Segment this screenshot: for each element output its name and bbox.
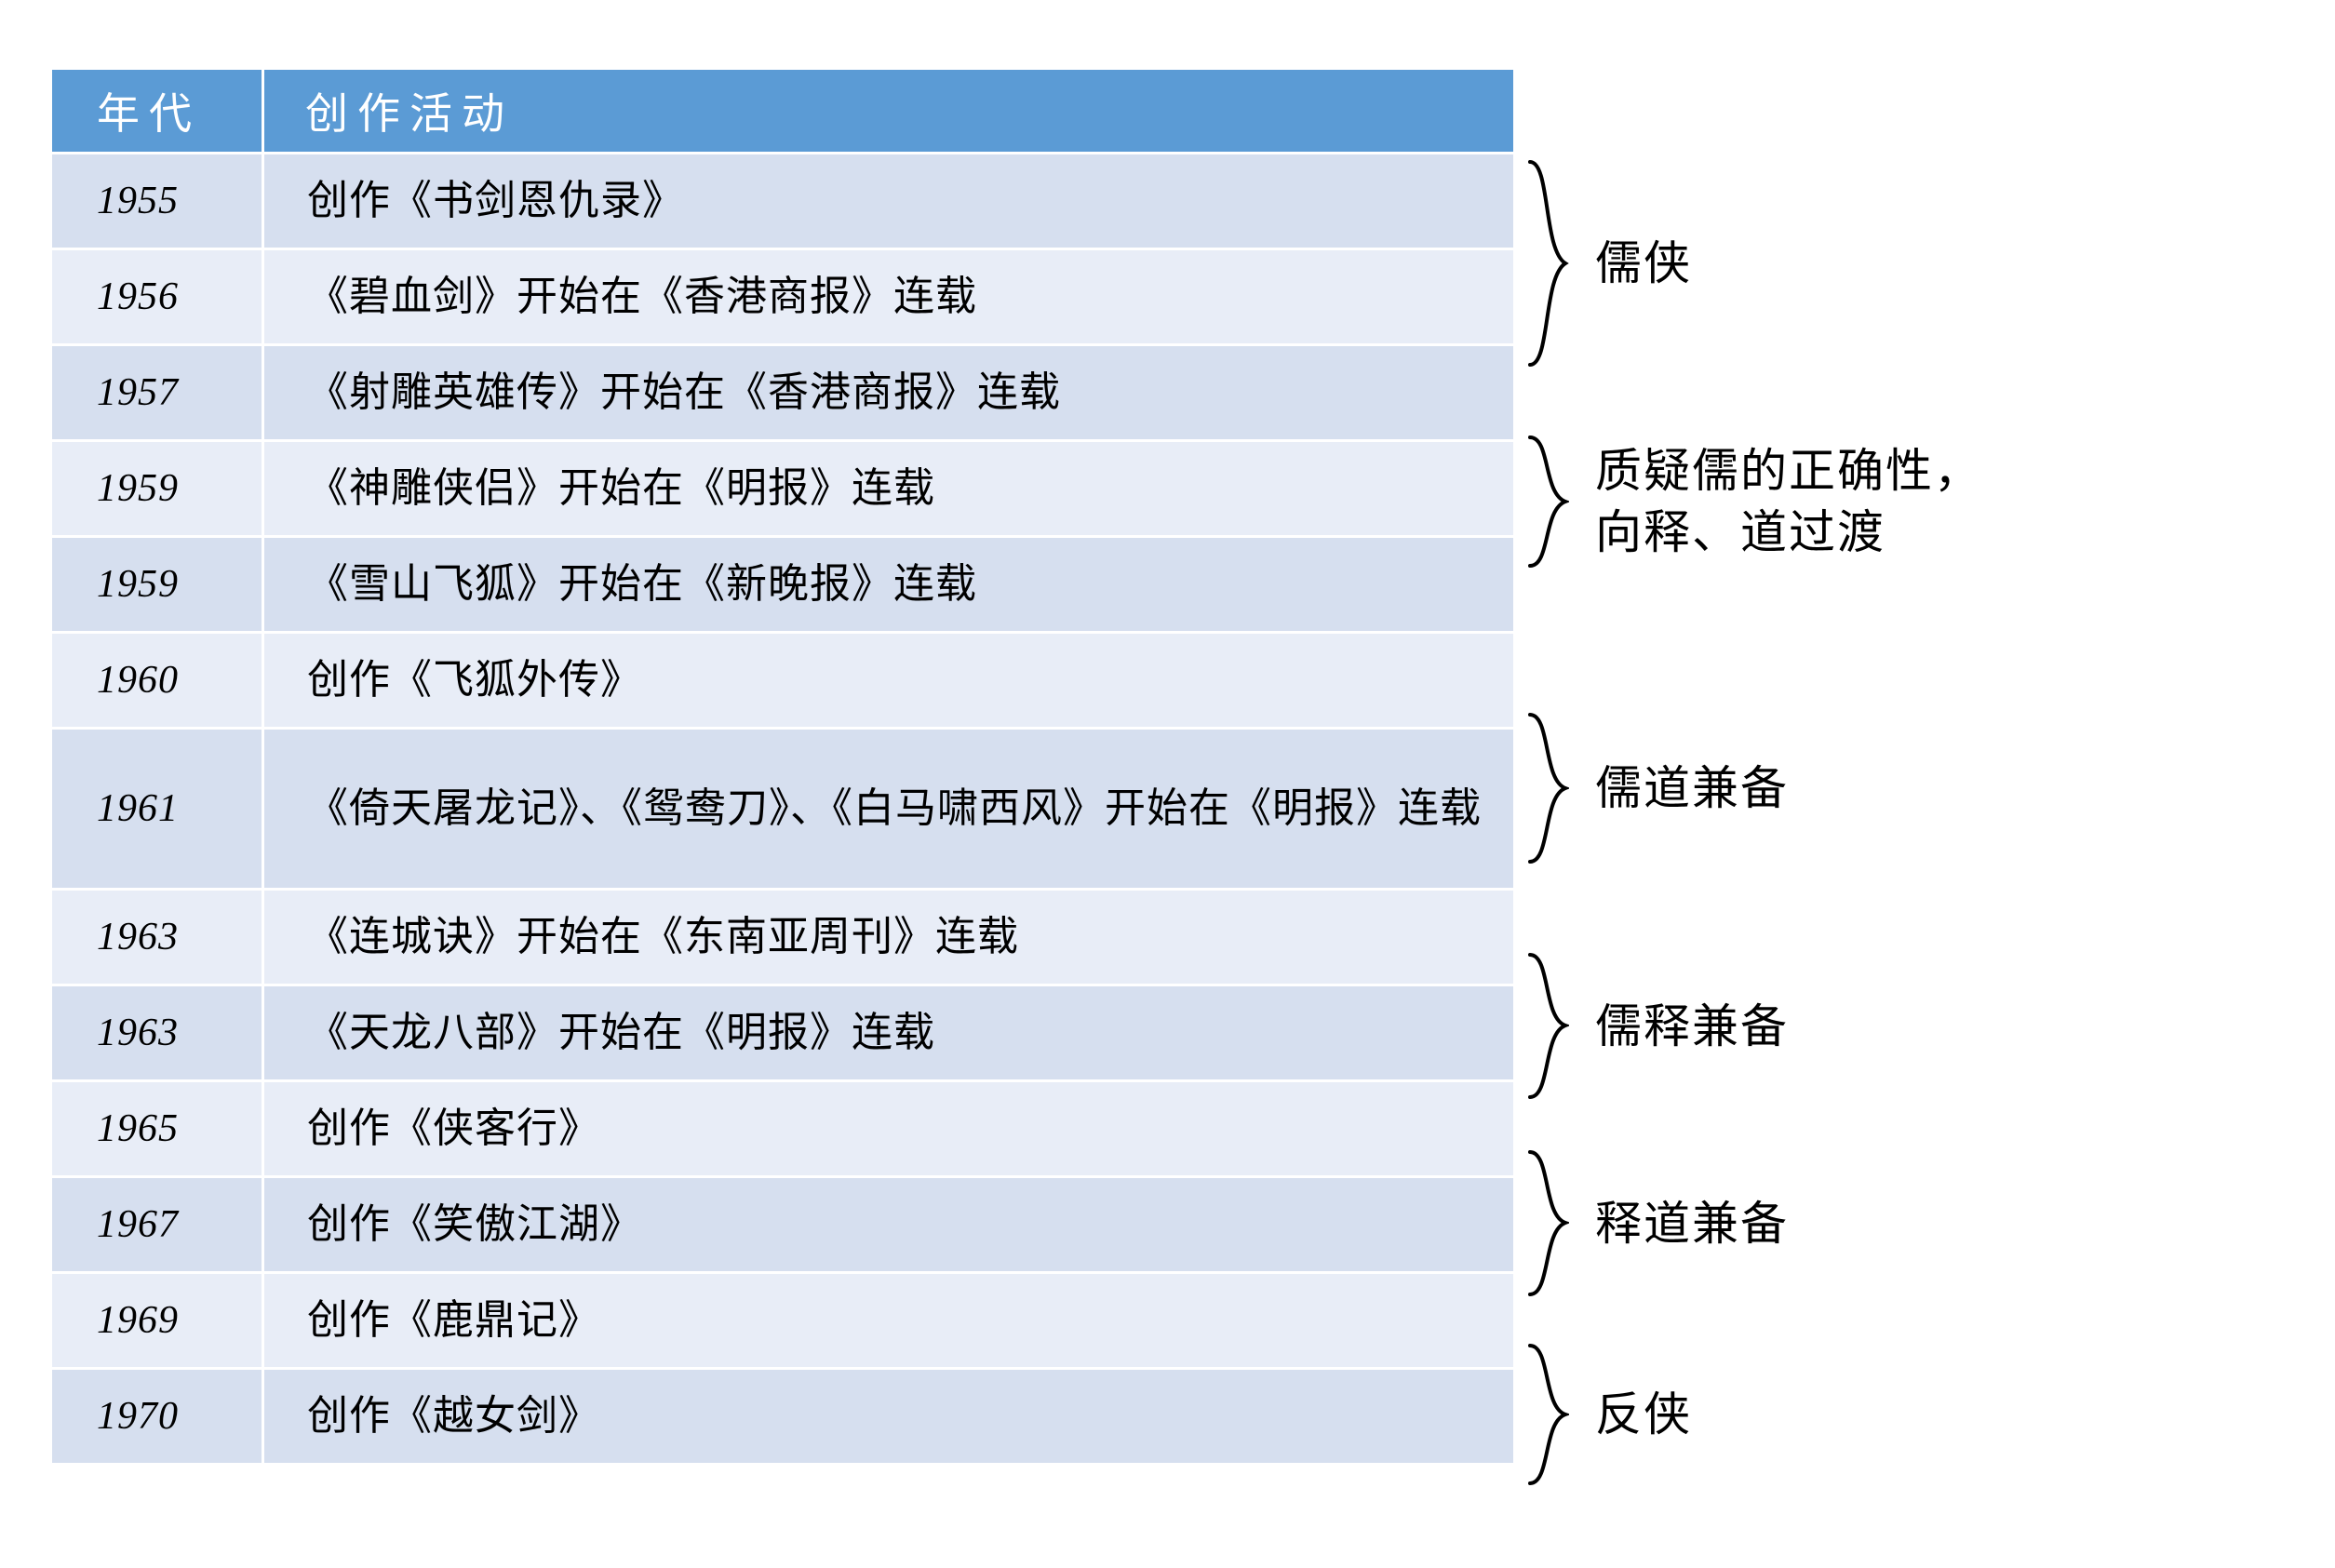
annotation-label: 反侠 — [1595, 1388, 1692, 1441]
curly-brace-icon — [1526, 709, 1569, 867]
creation-timeline-table: 年代 创作活动 1955 创作《书剑恩仇录》 1956 《碧血剑》开始在《香港商… — [52, 67, 1513, 1466]
curly-brace-icon — [1526, 949, 1569, 1103]
cell-year: 1959 — [52, 442, 264, 535]
table-row: 1963 《连城诀》开始在《东南亚周刊》连载 — [52, 891, 1513, 984]
column-header-activity: 创作活动 — [264, 70, 1513, 152]
table-row: 1961 《倚天屠龙记》、《鸳鸯刀》、《白马啸西风》开始在《明报》连载 — [52, 730, 1513, 888]
table-header: 年代 创作活动 — [52, 70, 1513, 152]
annotation-anti-hero: 反侠 — [1526, 1340, 1692, 1489]
cell-year: 1965 — [52, 1082, 264, 1175]
cell-activity: 创作《鹿鼎记》 — [264, 1274, 1513, 1367]
table-row: 1959 《神雕侠侣》开始在《明报》连载 — [52, 442, 1513, 535]
column-header-year: 年代 — [52, 70, 264, 152]
cell-year: 1963 — [52, 891, 264, 984]
curly-brace-icon — [1526, 1340, 1569, 1489]
cell-activity: 《天龙八部》开始在《明报》连载 — [264, 986, 1513, 1079]
cell-year: 1970 — [52, 1370, 264, 1463]
cell-year: 1963 — [52, 986, 264, 1079]
cell-year: 1957 — [52, 346, 264, 439]
cell-year: 1969 — [52, 1274, 264, 1367]
cell-activity: 创作《笑傲江湖》 — [264, 1178, 1513, 1271]
annotation-rushia: 儒侠 — [1526, 156, 1692, 370]
table-row: 1965 创作《侠客行》 — [52, 1082, 1513, 1175]
curly-brace-icon — [1526, 432, 1569, 571]
annotation-label: 儒释兼备 — [1595, 999, 1789, 1052]
cell-activity: 《倚天屠龙记》、《鸳鸯刀》、《白马啸西风》开始在《明报》连载 — [264, 730, 1513, 888]
cell-year: 1961 — [52, 730, 264, 888]
creation-timeline-table-container: 年代 创作活动 1955 创作《书剑恩仇录》 1956 《碧血剑》开始在《香港商… — [52, 67, 1513, 1466]
cell-activity: 创作《书剑恩仇录》 — [264, 154, 1513, 248]
table-body: 1955 创作《书剑恩仇录》 1956 《碧血剑》开始在《香港商报》连载 195… — [52, 154, 1513, 1463]
annotation-label: 质疑儒的正确性， 向释、道过渡 — [1595, 445, 1982, 558]
cell-year: 1960 — [52, 634, 264, 727]
cell-activity: 《雪山飞狐》开始在《新晚报》连载 — [264, 538, 1513, 631]
annotation-ru-dao: 儒道兼备 — [1526, 709, 1789, 867]
table-row: 1970 创作《越女剑》 — [52, 1370, 1513, 1463]
cell-activity: 创作《飞狐外传》 — [264, 634, 1513, 727]
table-row: 1956 《碧血剑》开始在《香港商报》连载 — [52, 250, 1513, 343]
annotation-label: 儒道兼备 — [1595, 762, 1789, 814]
annotation-group: 儒侠 质疑儒的正确性， 向释、道过渡 儒道兼备 — [1526, 67, 2317, 1500]
cell-year: 1967 — [52, 1178, 264, 1271]
cell-activity: 创作《越女剑》 — [264, 1370, 1513, 1463]
table-row: 1959 《雪山飞狐》开始在《新晚报》连载 — [52, 538, 1513, 631]
annotation-doubt-confucian: 质疑儒的正确性， 向释、道过渡 — [1526, 432, 1982, 571]
cell-activity: 《碧血剑》开始在《香港商报》连载 — [264, 250, 1513, 343]
cell-year: 1955 — [52, 154, 264, 248]
table-row: 1955 创作《书剑恩仇录》 — [52, 154, 1513, 248]
cell-year: 1959 — [52, 538, 264, 631]
cell-year: 1956 — [52, 250, 264, 343]
annotation-ru-shi: 儒释兼备 — [1526, 949, 1789, 1103]
cell-activity: 《连城诀》开始在《东南亚周刊》连载 — [264, 891, 1513, 984]
cell-activity: 《神雕侠侣》开始在《明报》连载 — [264, 442, 1513, 535]
curly-brace-icon — [1526, 1146, 1569, 1300]
annotation-label: 释道兼备 — [1595, 1197, 1789, 1250]
annotation-shi-dao: 释道兼备 — [1526, 1146, 1789, 1300]
cell-activity: 《射雕英雄传》开始在《香港商报》连载 — [264, 346, 1513, 439]
table-row: 1967 创作《笑傲江湖》 — [52, 1178, 1513, 1271]
table-header-row: 年代 创作活动 — [52, 70, 1513, 152]
table-row: 1969 创作《鹿鼎记》 — [52, 1274, 1513, 1367]
table-row: 1960 创作《飞狐外传》 — [52, 634, 1513, 727]
cell-activity: 创作《侠客行》 — [264, 1082, 1513, 1175]
table-row: 1957 《射雕英雄传》开始在《香港商报》连载 — [52, 346, 1513, 439]
curly-brace-icon — [1526, 156, 1569, 370]
table-row: 1963 《天龙八部》开始在《明报》连载 — [52, 986, 1513, 1079]
annotation-label: 儒侠 — [1595, 237, 1692, 289]
